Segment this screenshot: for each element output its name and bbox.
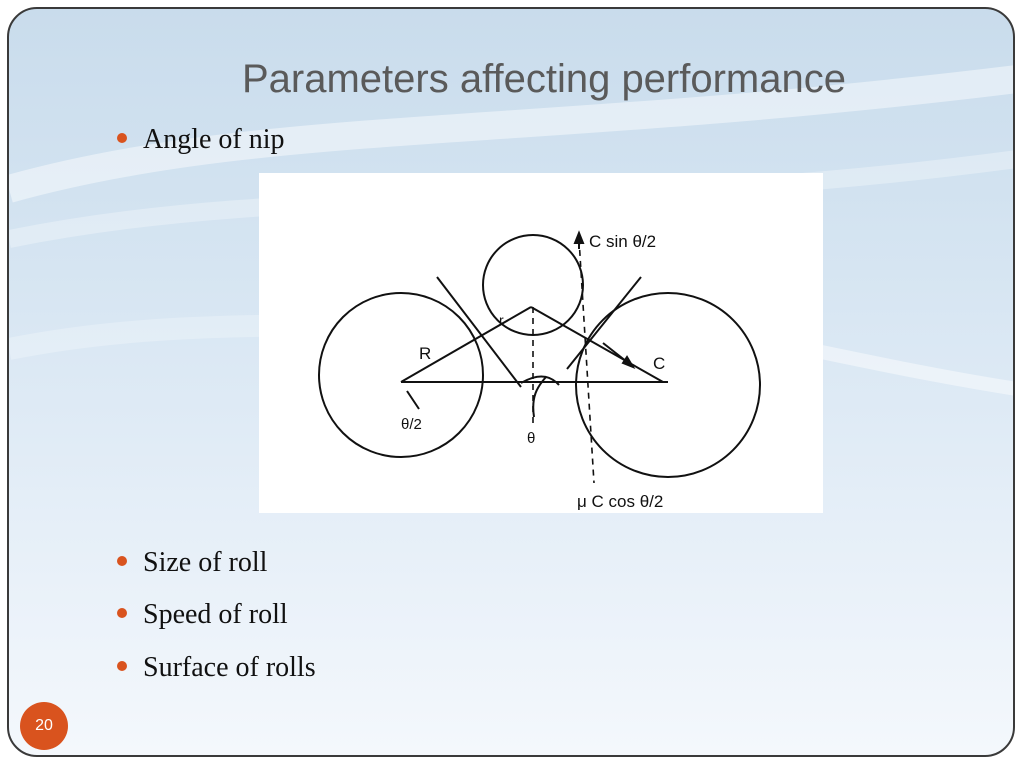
label-mu-c-cos: μ C cos θ/2 (577, 492, 663, 511)
bullet-surface-of-rolls: Surface of rolls (117, 651, 316, 685)
label-particle-radius: r (499, 312, 504, 328)
bullet-text: Surface of rolls (143, 652, 316, 683)
bullet-text: Size of roll (143, 547, 268, 578)
right-roll (575, 292, 761, 478)
page-number-badge: 20 (20, 702, 68, 750)
slide-title: Parameters affecting performance (241, 57, 846, 101)
bullet-text: Speed of roll (143, 599, 288, 630)
bullet-dot-icon (117, 660, 127, 671)
radius-line-right (530, 306, 664, 383)
slide: Parameters affecting performance Angle o… (7, 7, 1015, 757)
label-roll-radius: R (419, 344, 431, 363)
bullet-dot-icon (117, 132, 127, 143)
bullet-angle-of-nip: Angle of nip (117, 123, 285, 157)
label-force: C (653, 354, 665, 373)
label-half-angle: θ/2 (401, 416, 422, 433)
bullet-dot-icon (117, 607, 127, 618)
left-roll (318, 292, 484, 458)
bullet-dot-icon (117, 555, 127, 566)
force-arrow-up-head (573, 230, 585, 244)
theta-pointer (532, 376, 547, 418)
force-arrow-c-head (621, 355, 636, 370)
bullet-text: Angle of nip (143, 124, 285, 155)
dashed-force-line (578, 238, 595, 484)
label-c-sin: C sin θ/2 (589, 232, 656, 251)
tangent-right (566, 276, 642, 370)
tangent-left (436, 276, 522, 388)
nip-angle-diagram: C sin θ/2 μ C cos θ/2 R r C θ/2 θ (259, 173, 823, 513)
nip-angle-arc (520, 375, 560, 386)
bullet-speed-of-roll: Speed of roll (117, 598, 288, 632)
half-angle-pointer (406, 390, 420, 410)
bullet-size-of-roll: Size of roll (117, 546, 267, 580)
label-nip-angle: θ (527, 430, 535, 447)
diagram-svg: C sin θ/2 μ C cos θ/2 R r C θ/2 θ (318, 230, 761, 511)
radius-line-left (400, 306, 532, 383)
